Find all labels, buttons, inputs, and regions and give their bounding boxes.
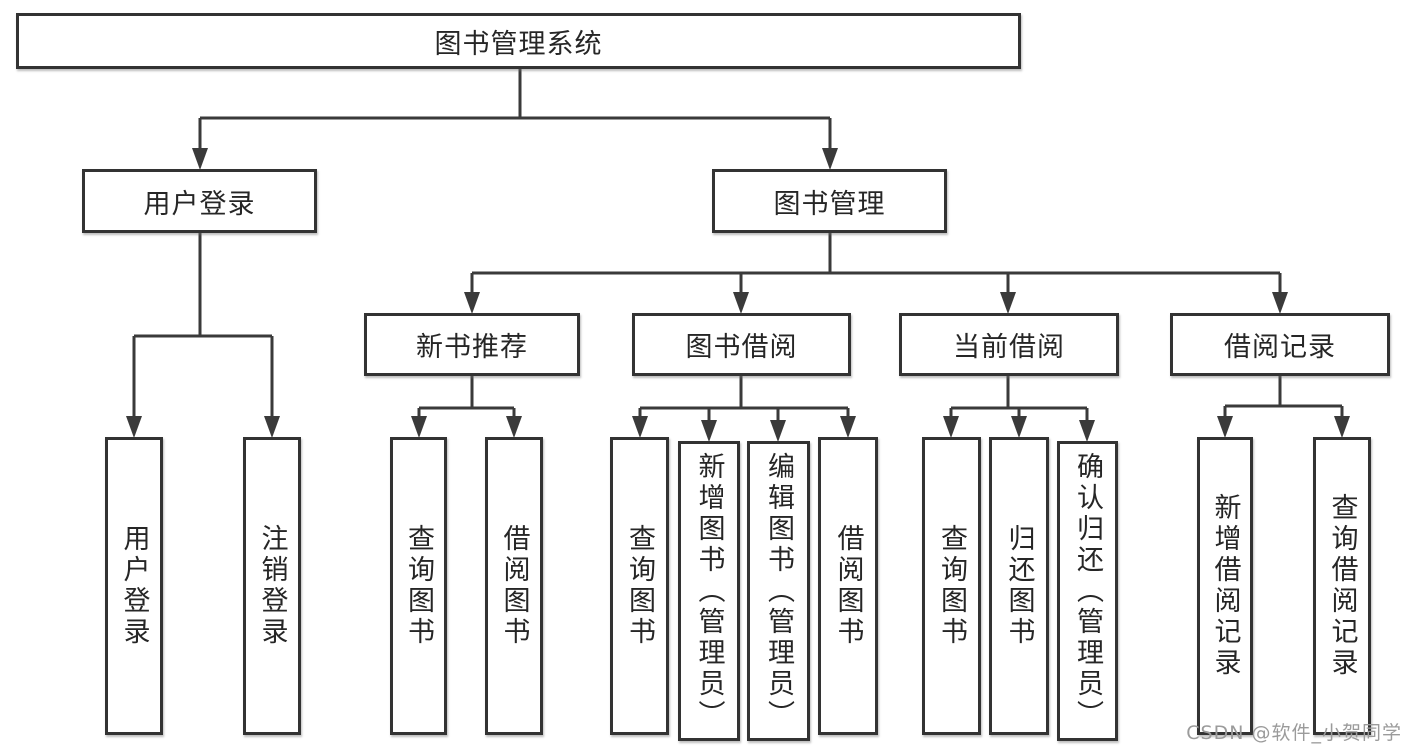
- node-leaf-query-books-cb: 查询图书: [922, 437, 981, 735]
- node-user-login: 用户登录: [82, 169, 317, 233]
- node-leaf-add-borrow-record: 新增借阅记录: [1197, 437, 1253, 735]
- node-leaf-borrow-books-rec: 借阅图书: [485, 437, 543, 735]
- node-current-borrowing: 当前借阅: [899, 313, 1119, 376]
- node-leaf-edit-books-admin: 编辑图书（管理员）: [747, 441, 810, 741]
- node-book-management: 图书管理: [712, 169, 947, 233]
- node-root-title: 图书管理系统: [16, 13, 1021, 69]
- node-leaf-borrow-books-bb: 借阅图书: [818, 437, 878, 735]
- connector-borrowrecord-elbow: [1225, 376, 1342, 408]
- node-leaf-add-books-admin: 新增图书（管理员）: [678, 441, 740, 741]
- connector-currentborrow-elbow: [951, 376, 1087, 410]
- node-leaf-confirm-return-admin: 确认归还（管理员）: [1057, 441, 1118, 741]
- node-borrowing-records: 借阅记录: [1170, 313, 1390, 376]
- connector-root-elbow: [200, 69, 830, 120]
- csdn-watermark: CSDN @软件_小贺同学: [1186, 722, 1402, 744]
- connector-bookmgmt-elbow: [472, 233, 1280, 275]
- node-leaf-query-books-bb: 查询图书: [610, 437, 669, 735]
- node-leaf-user-login: 用户登录: [105, 437, 163, 735]
- connector-bookborrow-elbow: [640, 376, 848, 410]
- node-leaf-logout: 注销登录: [243, 437, 301, 735]
- node-book-borrowing: 图书借阅: [632, 313, 851, 376]
- node-leaf-query-borrow-record: 查询借阅记录: [1313, 437, 1371, 735]
- node-leaf-query-books-rec: 查询图书: [390, 437, 447, 735]
- connector-userlogin-elbow: [134, 233, 272, 338]
- node-new-book-recommendation: 新书推荐: [364, 313, 580, 376]
- node-leaf-return-books: 归还图书: [989, 437, 1049, 735]
- connector-newbookrec-elbow: [419, 376, 514, 410]
